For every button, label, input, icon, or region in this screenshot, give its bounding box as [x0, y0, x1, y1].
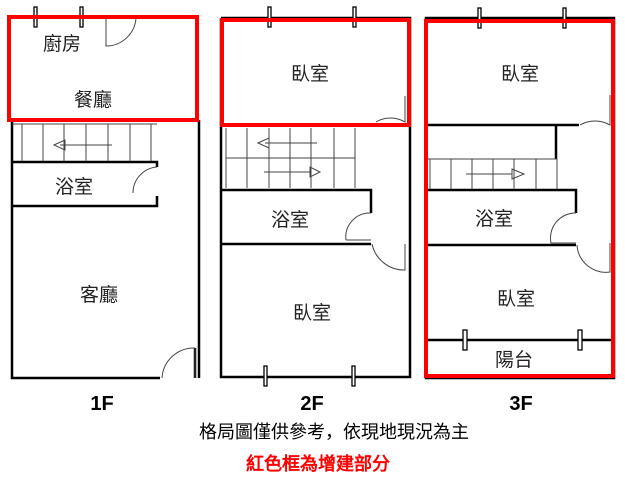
room-label: 廚房 — [43, 32, 81, 55]
floor-plan-1f: 廚房 餐廳 浴室 客廳 1F — [7, 6, 201, 415]
interior-walls-3f — [427, 123, 613, 342]
stairs-3f — [428, 158, 558, 189]
room-label: 浴室 — [55, 176, 93, 198]
door-bathroom-2f — [345, 212, 372, 241]
room-label: 臥室 — [293, 302, 331, 324]
window-3f — [477, 7, 482, 29]
walls-1f — [10, 120, 201, 380]
floor-label-3f: 3F — [509, 393, 532, 415]
floor-label-1f: 1F — [90, 393, 113, 415]
stairs-1f — [12, 123, 157, 161]
extension-highlight-2f — [220, 18, 411, 127]
floor-plan-3f: 臥室 浴室 臥室 陽台 3F — [424, 7, 616, 415]
window-2f — [352, 6, 357, 28]
bathroom-walls-2f — [221, 188, 373, 246]
extension-note: 紅色框為增建部分 — [246, 453, 390, 475]
bathroom-walls-1f — [12, 160, 159, 208]
door-entrance-1f — [161, 347, 196, 379]
room-label: 陽台 — [495, 349, 533, 371]
room-label: 臥室 — [497, 288, 535, 310]
door-kitchen-1f — [105, 17, 137, 47]
room-label: 餐廳 — [74, 89, 112, 111]
window-2f — [263, 365, 268, 387]
door-bathroom-3f — [550, 212, 577, 244]
extension-highlight-1f — [7, 15, 199, 122]
extension-highlight-3f — [424, 19, 615, 378]
room-label: 浴室 — [271, 209, 309, 231]
room-label: 臥室 — [501, 63, 539, 85]
floor-label-2f: 2F — [300, 393, 323, 415]
window-2f — [351, 365, 356, 387]
door-front-bedroom-3f — [579, 95, 611, 126]
caption: 格局圖僅供參考，依現地現況為主 — [199, 422, 469, 443]
window-3f — [462, 329, 468, 351]
room-label: 浴室 — [475, 208, 513, 230]
window-3f — [577, 329, 583, 351]
window-2f — [267, 6, 272, 28]
door-bedroom-2f — [371, 243, 406, 271]
stairs-2f — [225, 128, 356, 188]
door-front-bedroom-2f — [375, 96, 406, 123]
door-bedroom-3f — [576, 243, 611, 273]
door-bathroom-1f — [132, 166, 158, 194]
room-label: 臥室 — [291, 63, 329, 85]
room-label: 客廳 — [80, 284, 118, 306]
floor-plan-2f: 臥室 浴室 臥室 2F — [219, 6, 412, 415]
window-3f — [562, 7, 567, 29]
